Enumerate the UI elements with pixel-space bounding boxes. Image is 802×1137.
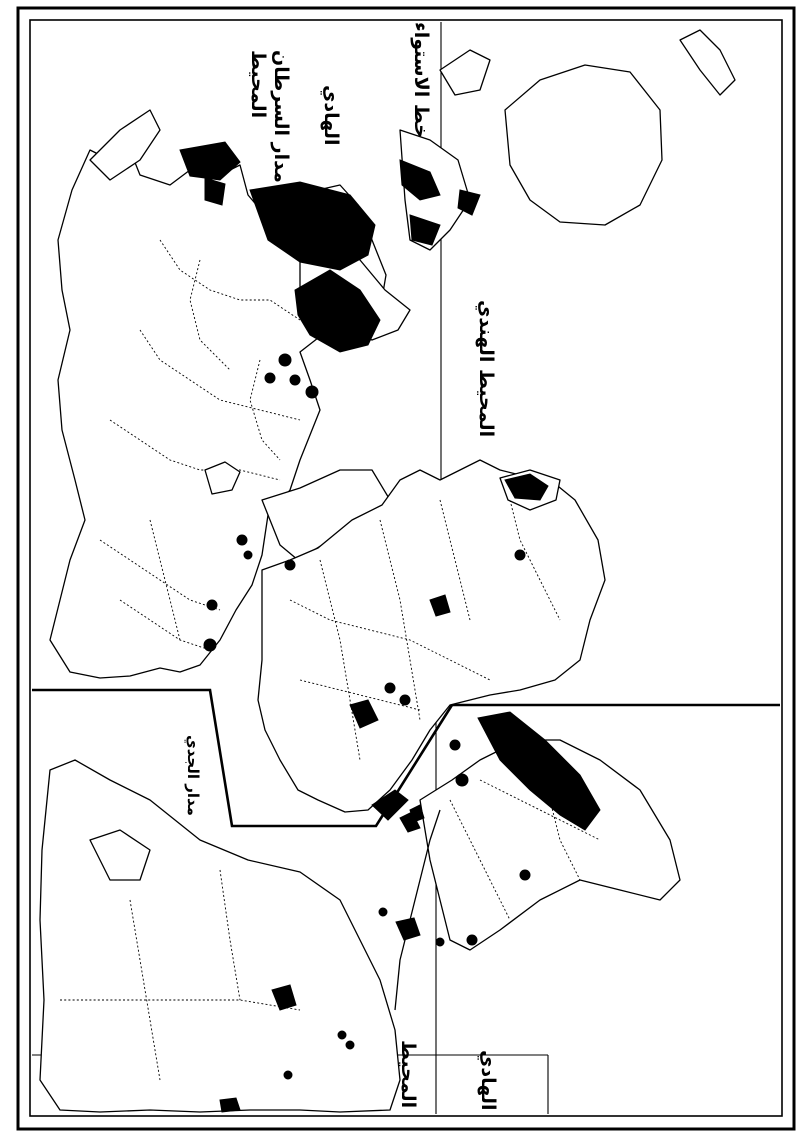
label-pacific-ocean-top: المحيط <box>247 50 269 118</box>
region-dot-asia-3 <box>289 374 301 386</box>
label-tropic-of-capricorn: مدار الجدي <box>183 735 202 816</box>
region-philippines <box>457 189 481 216</box>
new-guinea <box>439 49 491 96</box>
region-dot-asia-4 <box>305 385 319 399</box>
label-pacific-ocean-top-2: الهادي <box>319 85 342 146</box>
region-korea <box>204 177 226 206</box>
africa-border-1 <box>289 599 491 681</box>
region-dot-na-3 <box>283 1070 293 1080</box>
region-dot-asia-9 <box>284 559 296 571</box>
region-se-asia-2 <box>409 214 441 246</box>
asia-border-3 <box>109 419 281 481</box>
inner-frame <box>29 19 783 1117</box>
asia-border-1 <box>159 239 301 321</box>
region-dot-sa-1 <box>455 773 469 787</box>
label-atlantic-bottom: المحيط <box>397 1040 419 1108</box>
region-dot-asia-7 <box>206 599 218 611</box>
region-dot-asia-1 <box>278 353 292 367</box>
region-north-america-1 <box>271 984 297 1011</box>
outer-frame <box>16 6 796 1131</box>
region-dot-africa-3 <box>399 694 411 706</box>
sa-border-1 <box>449 799 511 921</box>
central-america <box>394 809 441 1011</box>
label-equator: خط الاستواء <box>410 22 432 138</box>
region-dot-asia-2 <box>264 372 276 384</box>
region-dot-sa-3 <box>519 869 531 881</box>
africa-border-6 <box>509 499 561 621</box>
region-dot-asia-8 <box>203 638 217 652</box>
region-west-africa-1 <box>349 699 379 729</box>
region-se-asia-1 <box>399 159 441 201</box>
region-dot-asia-6 <box>243 550 253 560</box>
australia-coastline <box>504 64 663 226</box>
region-dot-africa-1 <box>514 549 526 561</box>
region-central-america-1 <box>395 917 421 941</box>
asia-border-2 <box>139 329 301 421</box>
caspian-sea <box>204 461 241 495</box>
region-west-africa-3 <box>399 811 421 833</box>
hudson-bay <box>89 829 151 881</box>
region-dot-ca-1 <box>378 907 388 917</box>
na-border-2 <box>129 899 161 1081</box>
region-dot-sa-2 <box>449 739 461 751</box>
region-dot-sa-5 <box>435 937 445 947</box>
region-west-africa-2 <box>371 789 409 821</box>
japan-islands <box>89 109 161 181</box>
africa-coastline <box>257 459 606 813</box>
region-north-america-2 <box>219 1097 241 1113</box>
label-indian-ocean: المحيط الهندي <box>474 300 497 437</box>
europe-border-2 <box>119 599 211 651</box>
region-dot-asia-5 <box>236 534 248 546</box>
region-amazon-large <box>477 711 601 831</box>
new-zealand <box>679 29 736 96</box>
region-dot-sa-4 <box>466 934 478 946</box>
region-caribbean <box>409 804 425 823</box>
europe-border-1 <box>99 539 221 611</box>
region-east-africa <box>429 594 451 617</box>
region-east-asia-large <box>249 181 376 271</box>
label-tropic-of-cancer: مدار السرطان <box>270 50 292 183</box>
region-dot-africa-2 <box>384 682 396 694</box>
region-dot-na-2 <box>345 1040 355 1050</box>
label-pacific-bottom: الهادي <box>476 1050 499 1111</box>
region-madagascar <box>504 473 549 501</box>
region-china-north <box>179 141 241 181</box>
north-america-coastline <box>39 759 401 1113</box>
sa-border-2 <box>479 779 601 841</box>
region-dot-na-1 <box>337 1030 347 1040</box>
region-south-asia-large <box>294 269 381 353</box>
atlantic-panel-border <box>32 688 454 828</box>
